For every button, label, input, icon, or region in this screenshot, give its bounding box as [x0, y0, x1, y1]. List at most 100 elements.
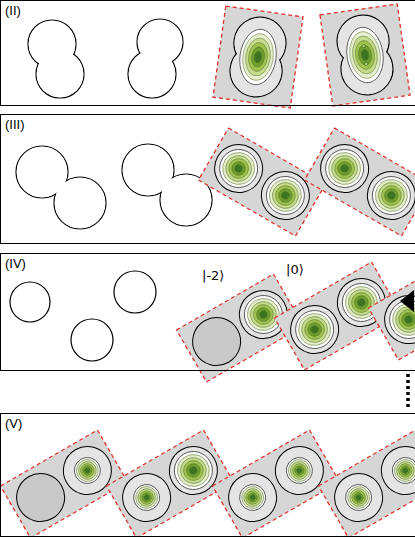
density-contour	[172, 449, 216, 493]
density-contour	[365, 170, 415, 222]
state-box	[1, 430, 128, 537]
density-contour	[374, 178, 409, 213]
density-contour	[393, 458, 415, 482]
density-contour	[390, 456, 415, 486]
state-label: |0⟩	[284, 262, 306, 277]
density-contour	[343, 25, 386, 85]
density-contour	[143, 494, 150, 501]
well	[267, 438, 333, 504]
density-contour	[254, 305, 273, 324]
density-contour	[276, 186, 295, 205]
density-contour	[386, 190, 396, 200]
density-contour	[297, 312, 332, 347]
well-outline	[114, 271, 156, 313]
density-contour	[264, 174, 308, 218]
panel-label: (III)	[3, 118, 27, 132]
panel: (II)	[0, 0, 415, 106]
density-contour	[319, 143, 371, 195]
density-contour	[254, 51, 263, 63]
density-contour	[352, 293, 371, 312]
well-outline	[71, 319, 113, 361]
density-contour	[258, 309, 268, 319]
density-contour	[399, 310, 415, 329]
density-contour	[347, 485, 371, 509]
density-contour	[309, 324, 319, 334]
density-contour	[246, 297, 281, 332]
density-contour	[293, 308, 337, 352]
domain-fill	[129, 51, 176, 98]
density-contour	[268, 178, 303, 213]
well	[161, 438, 227, 504]
well-outline	[10, 282, 50, 322]
density-contour	[323, 147, 367, 191]
density-contour	[344, 483, 374, 513]
state-box	[213, 430, 340, 537]
density-contour	[72, 456, 102, 486]
state-pair	[305, 128, 415, 236]
density-contour	[352, 491, 365, 504]
density-contour	[272, 182, 299, 209]
density-contour	[282, 453, 318, 489]
density-peak	[364, 62, 368, 66]
density-contour	[335, 159, 354, 178]
density-contour	[354, 39, 377, 70]
state-label: |-2⟩	[200, 268, 226, 283]
density-contour	[250, 46, 266, 68]
density-contour	[176, 453, 211, 488]
state-pair	[199, 128, 326, 236]
density-contour	[70, 453, 106, 489]
density-contour	[78, 461, 96, 479]
density-contour	[229, 159, 248, 178]
density-contour	[240, 32, 276, 83]
state-pair	[319, 430, 415, 537]
density-contour	[378, 182, 405, 209]
density-contour	[233, 163, 243, 173]
density-contour	[225, 155, 252, 182]
density-contour	[246, 491, 259, 504]
density-contour	[84, 467, 91, 474]
density-contour	[217, 147, 261, 191]
state-box	[320, 4, 410, 106]
density-peak	[362, 44, 366, 48]
domain-fill	[55, 178, 106, 229]
density-contour	[242, 293, 286, 337]
density-contour	[382, 186, 401, 205]
density-contour	[280, 190, 290, 200]
density-contour	[349, 488, 367, 506]
state-pair	[369, 252, 415, 360]
density-contour	[356, 297, 366, 307]
density-contour	[361, 49, 370, 61]
density-contour	[167, 445, 219, 497]
density-contour	[259, 170, 311, 222]
density-contour	[213, 143, 265, 195]
panel-label: (II)	[3, 4, 23, 18]
density-contour	[236, 27, 279, 87]
density-contour	[249, 494, 256, 501]
density-contour	[396, 461, 414, 479]
density-contour	[238, 483, 268, 513]
density-contour	[135, 485, 159, 509]
panel: (V)	[0, 413, 415, 537]
density-contour	[327, 151, 362, 186]
density-contour	[241, 485, 265, 509]
state-box	[319, 430, 415, 537]
panel-label: (IV)	[3, 257, 28, 271]
density-contour	[180, 457, 207, 484]
state-box	[107, 430, 234, 537]
density-contour	[287, 458, 311, 482]
density-contour	[247, 41, 270, 72]
density-contour	[350, 35, 380, 76]
well	[253, 163, 319, 229]
density-contour	[293, 464, 306, 477]
density-contour	[402, 467, 409, 474]
density-contour	[370, 174, 414, 218]
state-box	[199, 128, 326, 236]
density-contour	[301, 316, 328, 343]
density-contour	[284, 456, 314, 486]
density-contour	[75, 458, 99, 482]
density-contour	[289, 304, 341, 356]
density-contour	[355, 494, 362, 501]
density-contour	[290, 461, 308, 479]
density-contour	[243, 488, 261, 506]
density-contour	[221, 151, 256, 186]
